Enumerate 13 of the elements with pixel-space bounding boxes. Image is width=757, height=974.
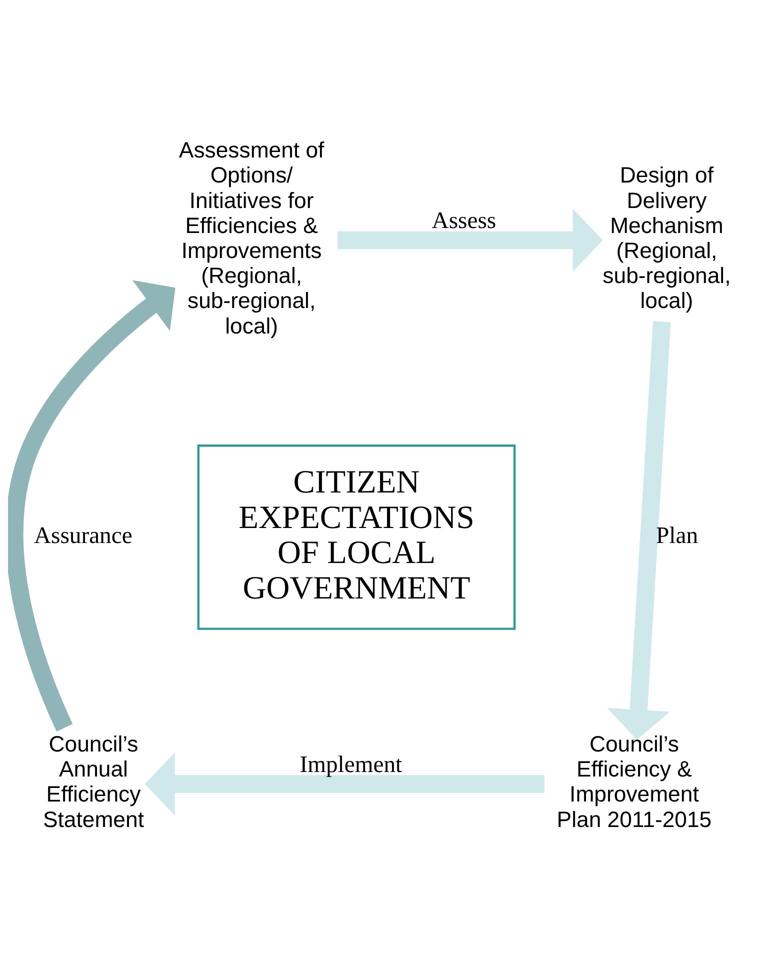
node-box: CITIZEN EXPECTATIONS OF LOCAL GOVERNMENT: [197, 444, 516, 630]
arrow: [144, 752, 544, 816]
edge-label: Assurance: [34, 522, 132, 549]
edge-label: Plan: [656, 522, 698, 549]
node-text: Assessment of Options/ Initiatives for Efficiencies & Improvements (Regional, sub-regional, local): [178, 138, 324, 338]
arrow: [8, 280, 176, 732]
arrow: [338, 208, 603, 272]
arrow: [607, 321, 671, 740]
edge-label: Assess: [432, 208, 496, 234]
node-text: Design of Delivery Mechanism (Regional, sub-regional, local): [602, 162, 731, 314]
node-text: Council’s Efficiency & Improvement Plan 2011-2015: [556, 731, 712, 832]
node-text: Council’s Annual Efficiency Statement: [43, 731, 144, 832]
edge-label: Implement: [300, 752, 402, 778]
